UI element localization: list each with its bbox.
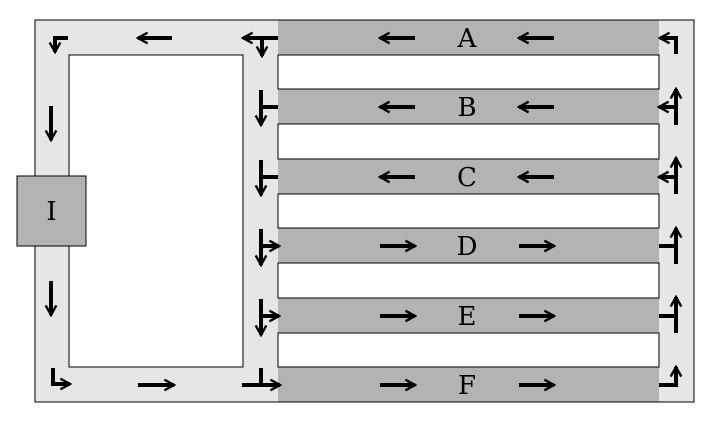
- separator-ab: [277, 54, 660, 90]
- separator-ef: [277, 332, 660, 368]
- lane-label-c: C: [457, 163, 477, 193]
- intersection-label: I: [46, 197, 56, 227]
- connector-arrows: [242, 38, 280, 385]
- intersection-box: [16, 175, 87, 247]
- connector-a-branch-down-icon: [262, 36, 278, 56]
- separator-bc: [277, 123, 660, 160]
- separator-cd: [277, 193, 660, 229]
- lane-label-b: B: [457, 93, 476, 123]
- loop-inner-area: [68, 54, 244, 368]
- lane-arrows: [380, 38, 554, 385]
- lane-label-a: A: [457, 24, 478, 54]
- lane-label-d: D: [457, 232, 478, 262]
- top-left-turn-arrow-icon: [55, 36, 68, 52]
- lane-f: [278, 367, 659, 402]
- separator-de: [277, 262, 660, 299]
- lane-a: [278, 20, 659, 55]
- lane-label-f: F: [458, 371, 476, 401]
- right-a-turn-arrow-icon: [660, 38, 678, 54]
- right-f-turn-arrow-icon: [659, 367, 676, 387]
- lane-e: [278, 298, 659, 333]
- lane-b: [278, 89, 659, 124]
- right-corridor-arrows: [659, 38, 678, 387]
- bottom-left-turn-arrow-icon: [51, 368, 70, 384]
- lane-label-e: E: [458, 302, 477, 332]
- loop-arrows: [51, 38, 174, 385]
- lane-c: [278, 159, 659, 194]
- lane-d: [278, 228, 659, 263]
